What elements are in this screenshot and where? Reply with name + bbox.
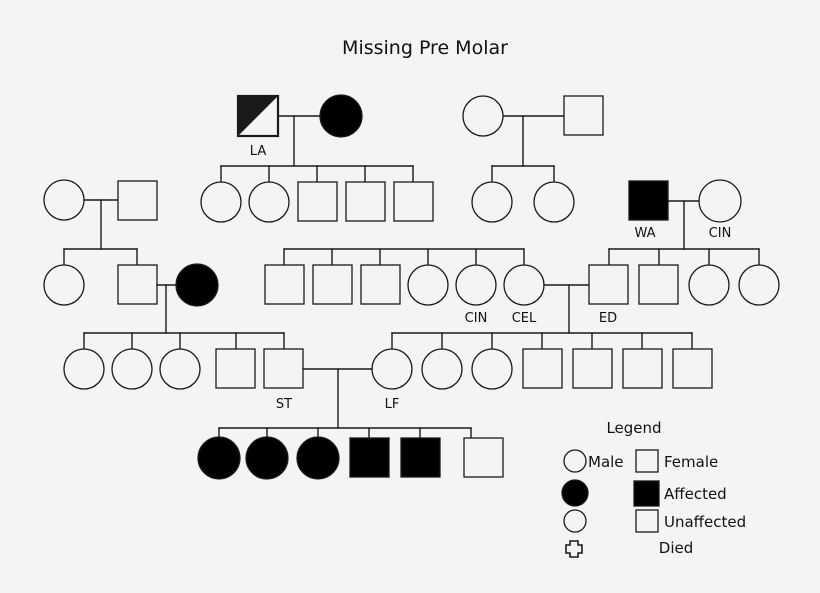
person-g5-1[interactable] [197,436,241,480]
person-label-la: LA [250,144,267,159]
person-left-mother[interactable] [43,179,85,221]
person-la[interactable]: LA [236,94,280,159]
person-la-child-5[interactable] [393,181,434,222]
legend-label-female: Female [664,453,718,471]
person-g4-9[interactable] [522,348,563,389]
person-cin-top[interactable]: CIN [698,179,742,241]
person-left-child-square[interactable] [117,264,158,305]
person-tr-father[interactable] [563,95,604,136]
legend-title: Legend [606,419,661,437]
person-cin-top-circle[interactable] [698,179,742,223]
legend-row-affected: Affected [561,479,727,507]
person-tr-child-1[interactable] [471,181,513,223]
person-left-child-circle[interactable] [43,264,85,306]
generation-3: CIN CEL ED [156,248,780,334]
person-g4-10[interactable] [572,348,613,389]
person-la-outline [236,94,280,138]
person-label-cin-mid: CIN [465,311,488,326]
person-label-cel: CEL [512,311,537,326]
person-st[interactable]: ST [263,348,304,412]
person-g4-8[interactable] [471,348,513,390]
person-g3-1[interactable] [264,264,305,305]
person-ed[interactable]: ED [588,264,629,326]
person-la-half-fill [238,96,278,136]
legend-cross-died-icon [565,540,583,558]
person-lf[interactable]: LF [371,348,413,412]
person-label-cin-top: CIN [709,226,732,241]
person-g4-11[interactable] [622,348,663,389]
person-wa-square[interactable] [628,180,669,221]
family-la: LA [200,94,434,223]
person-label-st: ST [276,397,292,412]
person-cin-mid[interactable]: CIN [455,264,497,326]
legend-row-male-female: Male Female [563,449,718,473]
person-ed-square[interactable] [588,264,629,305]
person-wa[interactable]: WA [628,180,669,241]
legend-row-died: Died [565,539,693,558]
person-g3-3[interactable] [360,264,401,305]
person-g4-4[interactable] [215,348,256,389]
family-wa-cin: WA CIN [608,179,760,266]
person-g3-2[interactable] [312,264,353,305]
page-title: Missing Pre Molar [342,37,508,59]
legend-square-unaffected-icon [635,509,659,533]
legend-row-unaffected: Unaffected [563,509,746,533]
person-la-child-2[interactable] [248,181,290,223]
person-g3-affected-female[interactable] [175,263,219,307]
legend-label-died: Died [659,539,693,557]
family-left-top [43,179,158,306]
generation-4: ST LF [63,332,713,429]
person-g4-12[interactable] [672,348,713,389]
person-label-ed: ED [599,311,617,326]
person-g5-4[interactable] [349,437,390,478]
legend: Legend Male Female Affected Unaffected D… [561,419,746,558]
person-g5-3[interactable] [296,436,340,480]
legend-square-filled-icon [633,480,660,507]
person-la-child-3[interactable] [297,181,338,222]
person-label-wa: WA [634,226,655,241]
person-g4-1[interactable] [63,348,105,390]
legend-circle-open-icon [563,449,587,473]
person-g3-wa-c2[interactable] [638,264,679,305]
person-la-child-4[interactable] [345,181,386,222]
generation-5 [197,427,504,480]
person-label-lf: LF [385,397,400,412]
person-la-spouse[interactable] [319,94,363,138]
legend-square-open-icon [635,449,659,473]
person-g4-2[interactable] [111,348,153,390]
person-g5-2[interactable] [245,436,289,480]
person-g5-6[interactable] [463,437,504,478]
legend-circle-filled-icon [561,479,589,507]
person-la-spouse-circle[interactable] [319,94,363,138]
legend-label-unaffected: Unaffected [664,513,746,531]
person-g4-3[interactable] [159,348,201,390]
person-g4-7[interactable] [421,348,463,390]
person-cel[interactable]: CEL [503,264,545,326]
legend-circle-unaffected-icon [563,509,587,533]
person-cin-mid-circle[interactable] [455,264,497,306]
legend-label-male: Male [588,453,624,471]
person-left-father[interactable] [117,180,158,221]
person-cel-circle[interactable] [503,264,545,306]
legend-label-affected: Affected [664,485,727,503]
person-g3-wa-c3[interactable] [688,264,730,306]
person-st-square[interactable] [263,348,304,389]
person-lf-circle[interactable] [371,348,413,390]
person-tr-child-2[interactable] [533,181,575,223]
person-la-child-1[interactable] [200,181,242,223]
person-g5-5[interactable] [400,437,441,478]
person-tr-mother[interactable] [462,95,504,137]
person-g3-wa-c4[interactable] [738,264,780,306]
person-g3-4[interactable] [407,264,449,306]
family-top-right [462,95,604,223]
